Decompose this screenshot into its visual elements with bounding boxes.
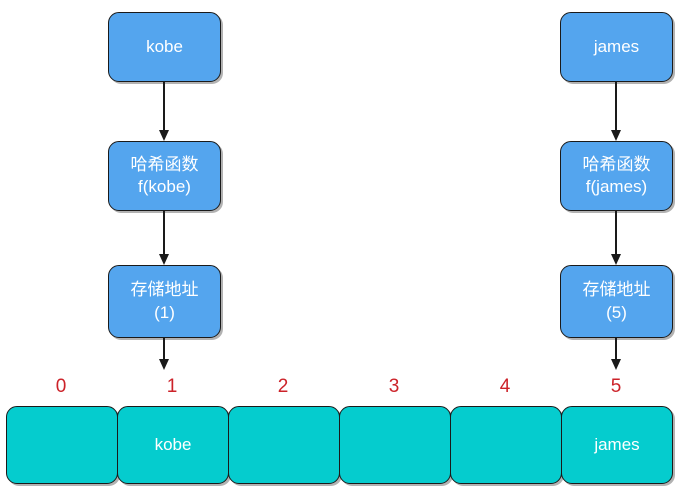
- hash-box-kobe-line-1: 哈希函数: [130, 154, 199, 174]
- key-box-kobe: kobe: [108, 12, 221, 82]
- address-box-james-line-1: 存储地址: [582, 280, 651, 300]
- bucket-index-1: 1: [166, 376, 178, 397]
- bucket-cell-4: [450, 406, 562, 484]
- hash-box-james: 哈希函数 f(james): [560, 141, 673, 211]
- key-box-james: james: [560, 12, 673, 82]
- bucket-index-4: 4: [499, 376, 511, 397]
- bucket-index-3: 3: [388, 376, 400, 397]
- address-box-james-line-2: (5): [606, 302, 627, 322]
- address-box-james: 存储地址 (5): [560, 265, 673, 338]
- key-box-kobe-line-1: kobe: [146, 36, 183, 56]
- bucket-cell-5: james: [561, 406, 673, 484]
- bucket-index-0: 0: [55, 376, 67, 397]
- hash-box-james-line-1: 哈希函数: [582, 154, 651, 174]
- bucket-cell-1: kobe: [117, 406, 229, 484]
- bucket-cell-2: [228, 406, 340, 484]
- address-box-kobe: 存储地址 (1): [108, 265, 221, 338]
- address-box-kobe-line-1: 存储地址: [130, 280, 199, 300]
- bucket-index-5: 5: [610, 376, 622, 397]
- bucket-cell-3: [339, 406, 451, 484]
- address-box-kobe-line-2: (1): [154, 302, 175, 322]
- bucket-cell-0: [6, 406, 118, 484]
- bucket-index-2: 2: [277, 376, 289, 397]
- hash-box-james-line-2: f(james): [585, 177, 648, 196]
- hash-box-kobe-line-2: f(kobe): [138, 177, 191, 196]
- hash-box-kobe: 哈希函数 f(kobe): [108, 141, 221, 211]
- key-box-james-line-1: james: [593, 36, 640, 56]
